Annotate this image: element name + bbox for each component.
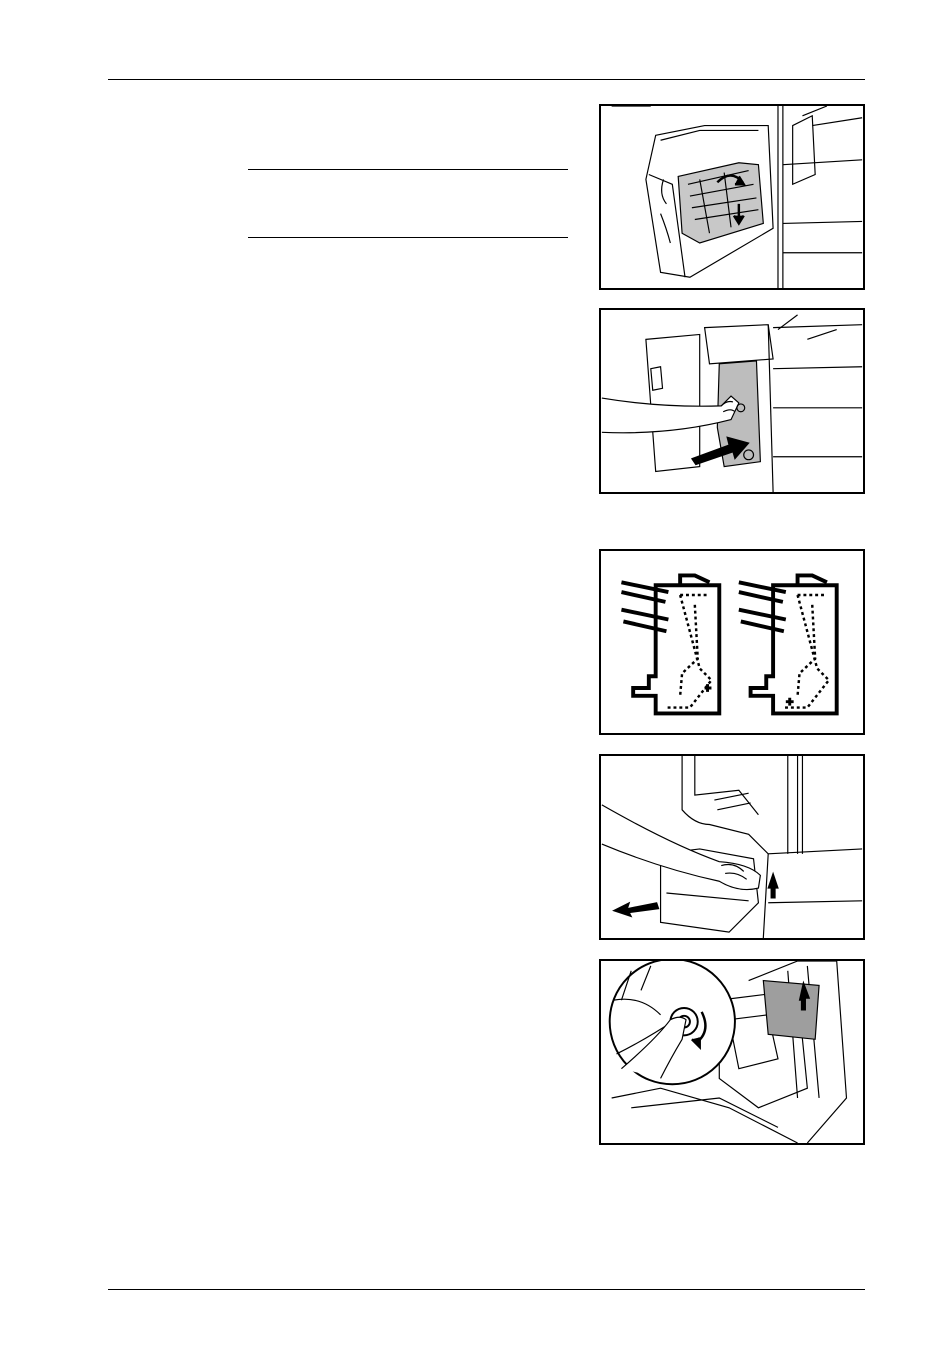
figure-4 (599, 754, 865, 940)
pull-arrow-icon (614, 903, 659, 917)
paper-sheet-illustration (763, 981, 819, 1040)
lever-up-arrow-icon (768, 873, 778, 897)
note-top-rule (248, 169, 568, 170)
header-rule (108, 79, 865, 80)
hand-illustration (602, 805, 761, 890)
finisher-body-illustration (682, 756, 862, 938)
footer-rule (108, 1289, 865, 1290)
figure-2 (599, 308, 865, 494)
open-door-illustration (646, 334, 700, 471)
figure-3 (599, 549, 865, 735)
cartridge-diagram-left (621, 575, 719, 713)
note-bottom-rule (248, 237, 568, 238)
cartridge-diagram-right (739, 575, 837, 713)
figure-5 (599, 959, 865, 1145)
figure-1 (599, 104, 865, 290)
finisher-body-illustration (778, 106, 862, 288)
